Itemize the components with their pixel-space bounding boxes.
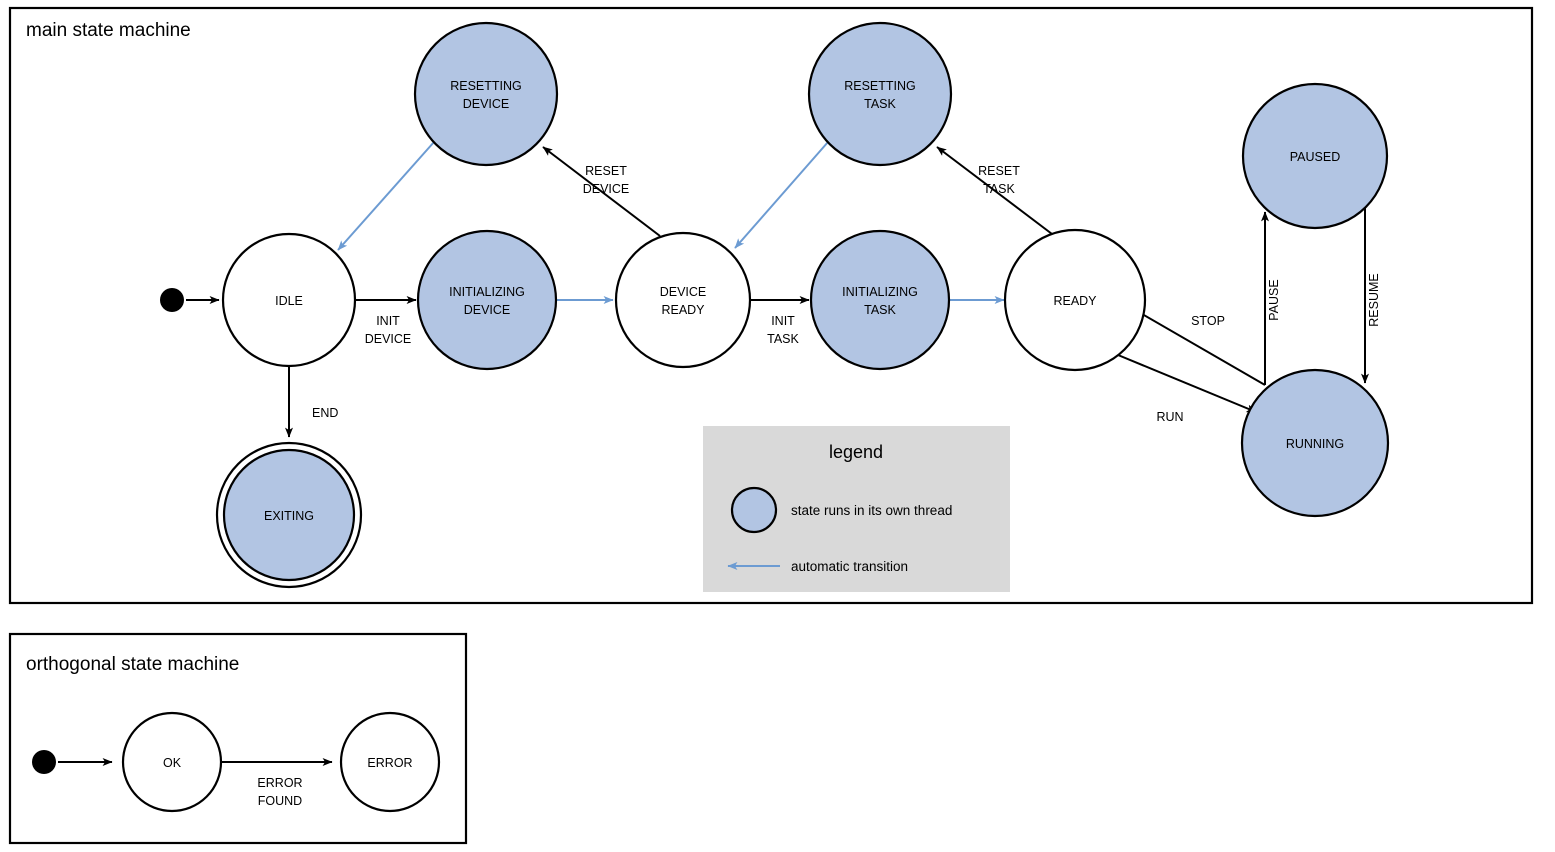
transition-label-reset-device-0: RESET <box>585 164 627 178</box>
transition-label-error-found-1: FOUND <box>258 794 302 808</box>
state-resetting-task-label-1: TASK <box>864 97 896 111</box>
legend-thread-state-text: state runs in its own thread <box>791 503 952 518</box>
state-idle-circle[interactable] <box>221 232 357 368</box>
orthogonal-transitions: ERROR FOUND <box>58 758 333 808</box>
transition-label-init-device-1: DEVICE <box>365 332 412 346</box>
state-running-label: RUNNING <box>1286 437 1344 451</box>
state-paused[interactable]: PAUSED <box>1241 82 1389 230</box>
state-device-ready-circle[interactable] <box>614 231 752 369</box>
state-idle-label: IDLE <box>275 294 303 308</box>
state-exiting[interactable]: EXITING <box>215 441 363 589</box>
orthogonal-frame-title: orthogonal state machine <box>26 654 239 675</box>
legend: legend state runs in its own thread auto… <box>703 426 1010 592</box>
state-exiting-circle[interactable] <box>222 448 356 582</box>
state-initializing-device[interactable]: INITIALIZING DEVICE <box>416 229 558 371</box>
transition-devready-reset-device <box>542 146 661 237</box>
main-states: IDLE INITIALIZING DEVICE DEVICE READY IN… <box>215 21 1390 589</box>
state-device-ready-label-0: DEVICE <box>660 285 707 299</box>
transition-resetdev-to-idle-auto <box>337 141 435 251</box>
state-ready[interactable]: READY <box>1003 228 1147 372</box>
state-running-circle[interactable] <box>1240 368 1390 518</box>
state-resetting-device-circle[interactable] <box>413 21 559 167</box>
state-error-label: ERROR <box>367 756 412 770</box>
state-device-ready[interactable]: DEVICE READY <box>614 231 752 369</box>
state-initializing-device-circle[interactable] <box>416 229 558 371</box>
state-resetting-task-circle[interactable] <box>807 21 953 167</box>
transition-label-init-device-0: INIT <box>376 314 400 328</box>
transition-label-resume: RESUME <box>1367 273 1381 326</box>
transition-label-reset-task-1: TASK <box>983 182 1015 196</box>
state-initializing-task-label-0: INITIALIZING <box>842 285 918 299</box>
transition-label-end: END <box>312 406 338 420</box>
transition-ready-reset-task <box>936 146 1053 235</box>
state-resetting-task[interactable]: RESETTING TASK <box>807 21 953 167</box>
state-error[interactable]: ERROR <box>339 711 441 813</box>
state-exiting-label: EXITING <box>264 509 314 523</box>
state-resetting-task-label-0: RESETTING <box>844 79 916 93</box>
state-resetting-device-label-1: DEVICE <box>463 97 510 111</box>
transition-label-init-task-0: INIT <box>771 314 795 328</box>
state-initializing-task-label-1: TASK <box>864 303 896 317</box>
initial-state-dot-orthogonal <box>32 750 56 774</box>
state-idle[interactable]: IDLE <box>221 232 357 368</box>
transition-resettask-to-devready-auto <box>734 141 829 249</box>
transition-running-stop <box>1129 306 1266 386</box>
transition-label-reset-device-1: DEVICE <box>583 182 630 196</box>
initial-state-dot-main <box>160 288 184 312</box>
state-resetting-device[interactable]: RESETTING DEVICE <box>413 21 559 167</box>
transition-ready-run <box>1117 354 1257 413</box>
transition-label-reset-task-0: RESET <box>978 164 1020 178</box>
state-initializing-task-circle[interactable] <box>809 229 951 371</box>
transition-label-init-task-1: TASK <box>767 332 799 346</box>
state-error-circle[interactable] <box>339 711 441 813</box>
main-frame-title: main state machine <box>26 20 191 41</box>
legend-auto-transition-text: automatic transition <box>791 559 908 574</box>
orthogonal-frame: orthogonal state machine <box>8 632 468 845</box>
state-ok[interactable]: OK <box>121 711 223 813</box>
transition-label-error-found-0: ERROR <box>257 776 302 790</box>
main-frame-border <box>8 6 1534 605</box>
state-running[interactable]: RUNNING <box>1240 368 1390 518</box>
legend-title: legend <box>829 442 883 462</box>
state-ready-label: READY <box>1053 294 1097 308</box>
state-initializing-device-label-0: INITIALIZING <box>449 285 525 299</box>
state-ok-circle[interactable] <box>121 711 223 813</box>
transition-label-stop: STOP <box>1191 314 1225 328</box>
transition-label-pause: PAUSE <box>1267 279 1281 320</box>
state-ok-label: OK <box>163 756 182 770</box>
state-device-ready-label-1: READY <box>661 303 705 317</box>
state-initializing-task[interactable]: INITIALIZING TASK <box>809 229 951 371</box>
transition-label-run: RUN <box>1156 410 1183 424</box>
orthogonal-frame-border <box>8 632 468 845</box>
state-resetting-device-label-0: RESETTING <box>450 79 522 93</box>
main-transitions: INIT DEVICE INIT TASK RESET DEVICE RESET… <box>186 141 1381 438</box>
main-frame: main state machine <box>8 6 1534 605</box>
state-ready-circle[interactable] <box>1003 228 1147 372</box>
state-paused-label: PAUSED <box>1290 150 1340 164</box>
state-initializing-device-label-1: DEVICE <box>464 303 511 317</box>
state-paused-circle[interactable] <box>1241 82 1389 230</box>
legend-thread-state-icon <box>730 486 778 534</box>
